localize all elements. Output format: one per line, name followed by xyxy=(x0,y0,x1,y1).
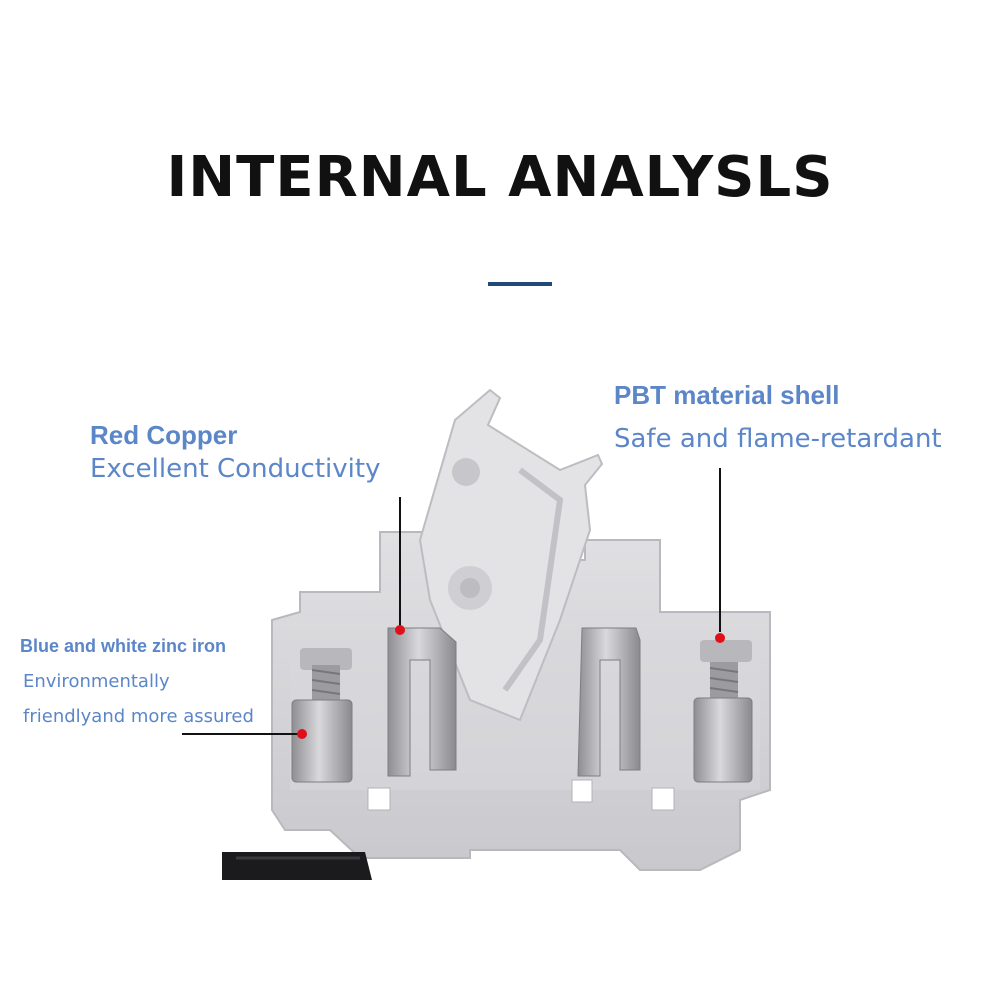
zinc-marker-dot xyxy=(297,729,307,739)
page-title: INTERNAL ANALYSLS xyxy=(166,145,834,210)
pbt-marker-dot xyxy=(715,633,725,643)
title-underline xyxy=(488,282,552,286)
copper-marker-dot xyxy=(395,625,405,635)
zinc-heading: Blue and white zinc iron xyxy=(20,636,227,656)
pbt-detail: Safe and flame-retardant xyxy=(614,424,942,454)
left-zinc-clamp xyxy=(291,648,353,783)
right-zinc-clamp xyxy=(693,640,753,783)
copper-detail: Excellent Conductivity xyxy=(90,454,381,484)
zinc-line-1: Environmentally xyxy=(23,671,170,692)
right-copper-contact xyxy=(577,627,641,777)
lever xyxy=(418,388,604,722)
zinc-line-2: friendlyand more assured xyxy=(23,706,254,727)
pbt-heading: PBT material shell xyxy=(614,380,840,410)
din-clip xyxy=(222,852,372,880)
copper-heading: Red Copper xyxy=(90,420,238,450)
left-copper-contact xyxy=(387,627,457,777)
